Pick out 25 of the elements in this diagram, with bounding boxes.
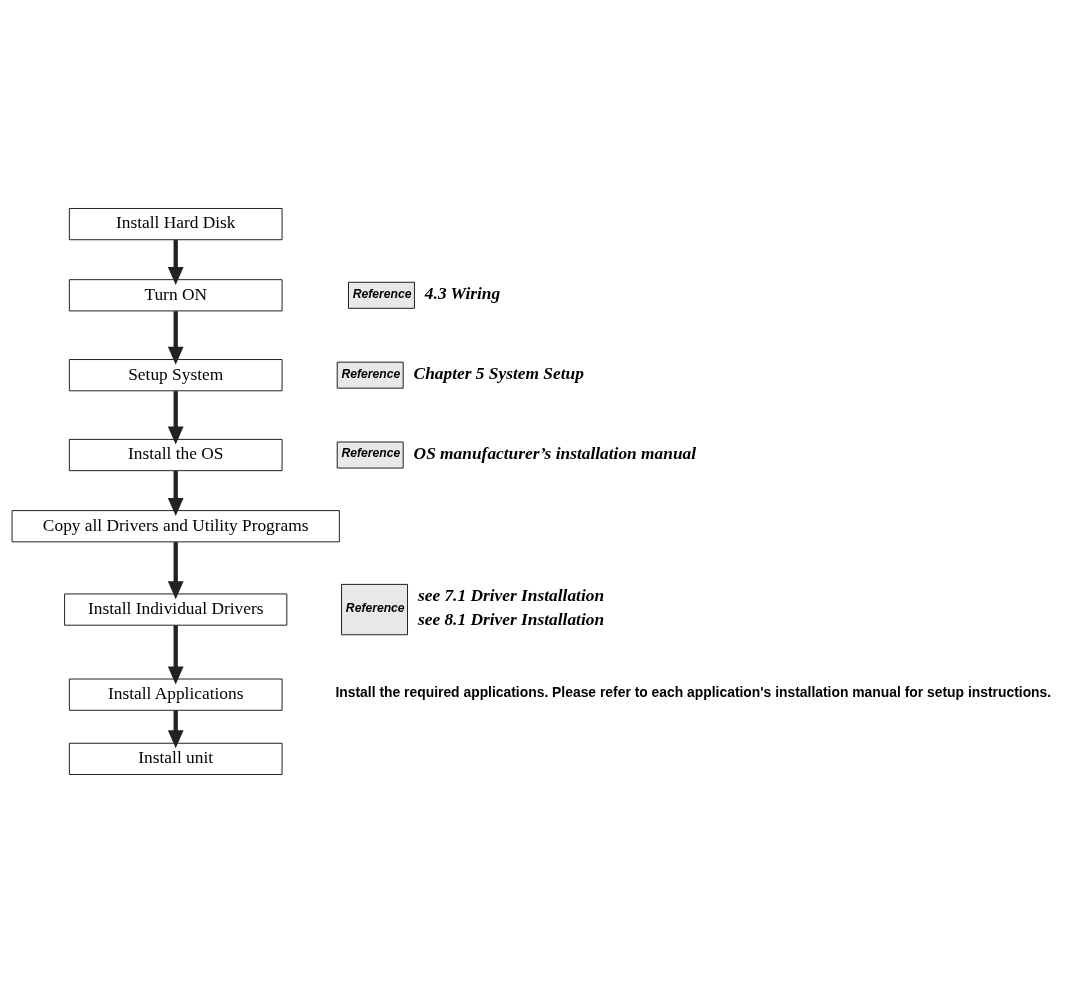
node-label: Reference (341, 366, 401, 381)
node-label: Chapter 5 System Setup (413, 363, 584, 383)
node-label: Reference (341, 446, 401, 461)
arrow (167, 710, 184, 749)
node-label: 4.3 Wiring (424, 283, 501, 303)
node-box: Install Individual Drivers (64, 593, 288, 626)
node-box: Turn ON (68, 279, 283, 312)
node-box: Install unit (68, 742, 283, 775)
node-label: see 8.1 Driver Installation (417, 610, 605, 630)
node-label: Reference (352, 286, 412, 301)
arrow (167, 471, 184, 516)
node-box: Install Hard Disk (68, 208, 283, 241)
arrow (167, 240, 184, 286)
node-label: OS manufacturer’s installation manual (413, 443, 697, 463)
node-box: Install the OS (68, 438, 283, 472)
arrow (167, 391, 184, 445)
arrow (167, 311, 184, 365)
node-box: Install Applications (68, 678, 283, 711)
node-box: Copy all Drivers and Utility Programs (11, 510, 340, 543)
node-box: Setup System (68, 359, 283, 392)
node-label: see 7.1 Driver Installation (417, 585, 605, 605)
arrow (167, 542, 184, 600)
arrow (167, 625, 184, 685)
node-label: Install the required applications. Please refer to each application's installation manual for setup instructions. (335, 684, 1052, 701)
node-label: Reference (345, 600, 405, 615)
